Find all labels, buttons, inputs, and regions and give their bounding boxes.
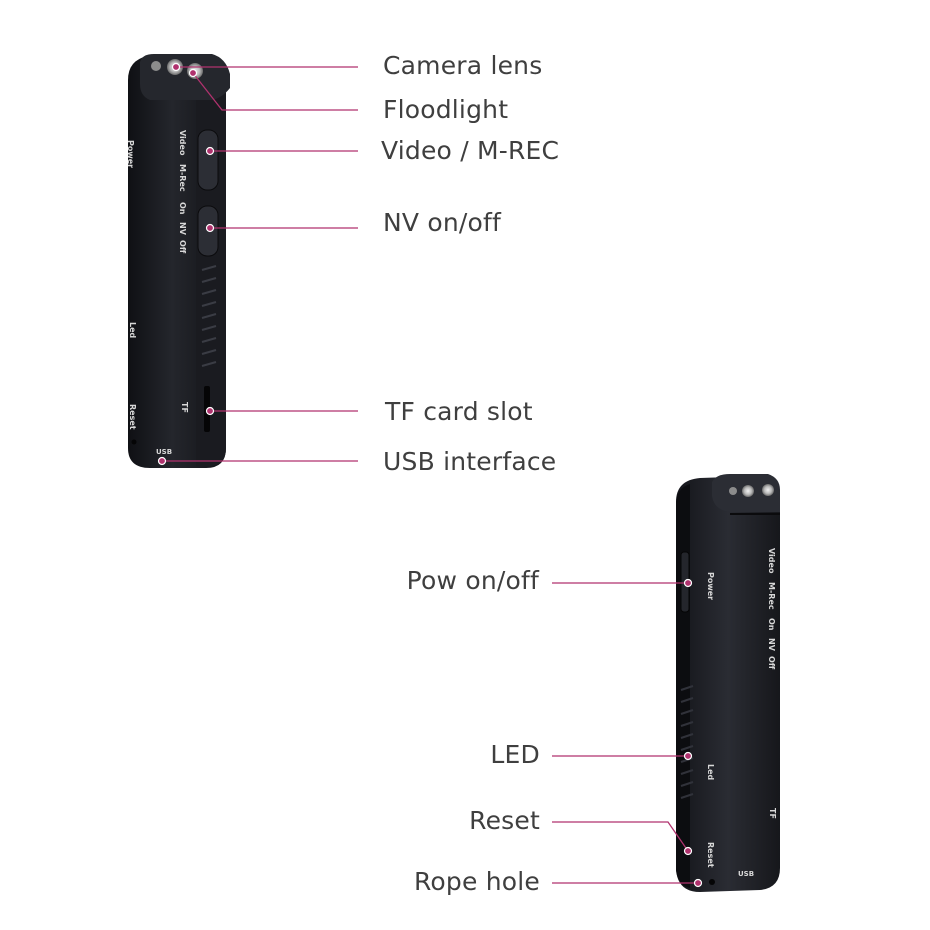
label-rope-hole: Rope hole	[413, 867, 540, 896]
vent-grooves-bottom	[680, 685, 694, 799]
device-top-label-tf: TF	[180, 402, 189, 413]
callout-dot-floodlight	[188, 68, 198, 78]
callout-dot-tf	[205, 406, 215, 416]
callout-dot-video-mrec	[205, 146, 215, 156]
device-top-label-reset: Reset	[128, 404, 137, 430]
label-tf-card-slot: TF card slot	[385, 397, 533, 426]
callout-dot-rope	[693, 878, 703, 888]
device-bottom-body	[676, 476, 780, 892]
label-floodlight: Floodlight	[383, 95, 509, 124]
label-usb-interface: USB interface	[383, 447, 557, 476]
device-bottom-label-off: Off	[767, 656, 776, 670]
device-top-label-led: Led	[128, 322, 137, 339]
device-top-label-mrec: M-Rec	[178, 164, 187, 192]
device-top-label-video: Video	[178, 130, 187, 156]
device-bottom-label-nv: NV	[767, 638, 776, 652]
label-reset: Reset	[469, 806, 540, 835]
device-top-label-nv: NV	[178, 222, 187, 236]
device-top-label-power: Power	[126, 140, 135, 168]
callout-dot-reset	[683, 846, 693, 856]
callout-line-reset	[552, 821, 689, 852]
callout-dot-power	[683, 578, 693, 588]
device-top-camera-head	[140, 54, 230, 100]
device-top-label-off: Off	[178, 240, 187, 254]
device-bottom-label-on: On	[767, 618, 776, 631]
video-switch-top	[197, 129, 219, 191]
device-top-label-on: On	[178, 202, 187, 215]
label-video-mrec: Video / M-REC	[381, 136, 560, 165]
device-top: Power Video M-Rec On NV Off Led TF Reset…	[126, 54, 230, 468]
callout-lines-top	[162, 66, 358, 462]
device-bottom-label-usb: USB	[738, 870, 754, 878]
callout-dot-led	[683, 751, 693, 761]
rope-hole-bottom	[709, 879, 715, 885]
device-top-label-usb: USB	[156, 448, 172, 456]
device-bottom-label-mrec: M-Rec	[767, 582, 776, 610]
small-led-top	[151, 61, 161, 71]
callout-dot-camera-lens	[171, 62, 181, 72]
device-bottom-label-tf: TF	[768, 808, 777, 819]
label-led: LED	[490, 740, 540, 769]
callout-dots-bottom	[683, 578, 703, 888]
callout-dot-nv	[205, 223, 215, 233]
device-bottom-label-power: Power	[706, 572, 715, 600]
vent-grooves-top	[201, 265, 217, 367]
device-bottom-side-face	[676, 484, 690, 888]
label-camera-lens: Camera lens	[383, 51, 543, 80]
reset-hole-top	[131, 439, 137, 445]
small-led-bottom	[729, 487, 737, 495]
label-nv-onoff: NV on/off	[383, 208, 502, 237]
device-bottom-label-reset: Reset	[706, 842, 715, 868]
callout-line-floodlight	[192, 72, 358, 111]
callout-dots-top	[157, 62, 215, 466]
floodlight-bottom	[762, 484, 774, 496]
callout-lines-bottom	[552, 582, 698, 884]
camera-lens-bottom	[742, 485, 754, 497]
label-pow-onoff: Pow on/off	[406, 566, 539, 595]
device-bottom: Power Video M-Rec On NV Off Led TF Reset…	[676, 474, 780, 892]
device-bottom-label-led: Led	[706, 764, 715, 781]
device-bottom-label-video: Video	[767, 548, 776, 574]
callout-dot-usb	[157, 456, 167, 466]
